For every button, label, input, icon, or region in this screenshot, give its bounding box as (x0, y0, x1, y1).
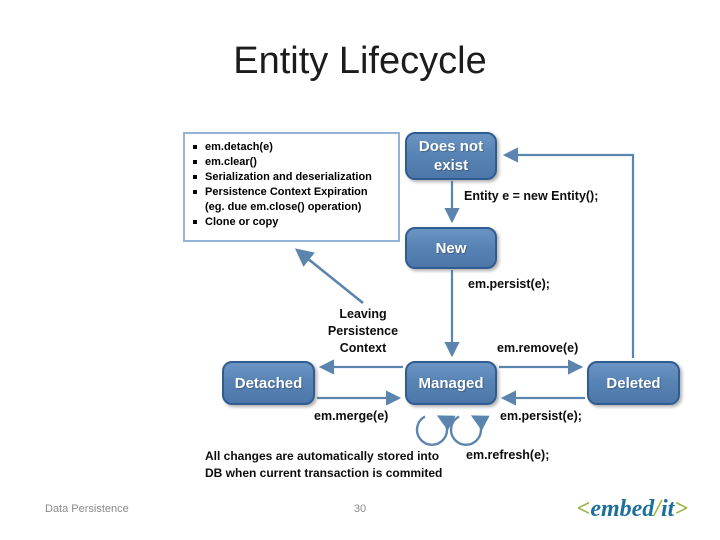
bullet-square-icon (193, 220, 197, 224)
list-item: Serialization and deserialization (192, 170, 394, 185)
list-item: em.clear() (192, 155, 394, 170)
list-item-text: Serialization and deserialization (205, 171, 372, 183)
list-item-text: em.detach(e) (205, 141, 273, 153)
list-item-text: em.clear() (205, 156, 257, 168)
list-item: Clone or copy (192, 215, 394, 230)
logo-word-it: it (660, 496, 675, 522)
transition-label-refresh: em.refresh(e); (466, 448, 550, 462)
transition-label-remove: em.remove(e) (497, 341, 579, 355)
detach-ways-list: em.detach(e) em.clear() Serialization an… (192, 140, 394, 230)
logo-slash: / (654, 496, 661, 522)
logo-word-embed: embed (590, 496, 655, 522)
list-item: Persistence Context Expiration (eg. due … (192, 185, 394, 215)
page-title: Entity Lifecycle (233, 40, 487, 82)
detach-ways-list-box: em.detach(e) em.clear() Serialization an… (183, 132, 400, 242)
managed-self-loop-icon (415, 415, 456, 446)
managed-self-loop-icon (449, 415, 490, 446)
list-item: em.detach(e) (192, 140, 394, 155)
transition-label-merge: em.merge(e) (314, 409, 389, 423)
bullet-square-icon (193, 175, 197, 179)
state-deleted: Deleted (587, 361, 680, 405)
connector-deleted-to-doesnotexist (502, 147, 635, 358)
page-number: 30 (353, 503, 367, 515)
list-item-text: Clone or copy (205, 216, 279, 228)
bullet-square-icon (193, 145, 197, 149)
logo-close-bracket: > (674, 496, 688, 522)
bullet-square-icon (193, 160, 197, 164)
embedit-logo: <embed/it> (577, 496, 688, 523)
state-managed: Managed (405, 361, 497, 405)
list-item-text: Persistence Context Expiration (205, 186, 368, 198)
transition-label-leaving-context: Leaving Persistence Context (327, 307, 399, 355)
connector-leaving-to-bulletbox (294, 248, 364, 305)
logo-open-bracket: < (576, 496, 591, 522)
state-does-not-exist: Does not exist (405, 132, 497, 180)
transition-label-new-entity: Entity e = new Entity(); (464, 189, 599, 203)
note-auto-store: All changes are automatically stored int… (205, 449, 443, 480)
transition-label-persist-top: em.persist(e); (468, 277, 550, 291)
list-item-continuation: (eg. due em.close() operation) (205, 201, 362, 213)
bullet-square-icon (193, 190, 197, 194)
transition-label-persist-bottom: em.persist(e); (500, 409, 582, 423)
state-detached: Detached (222, 361, 315, 405)
footer-course-name: Data Persistence (45, 503, 129, 515)
state-new: New (405, 227, 497, 269)
